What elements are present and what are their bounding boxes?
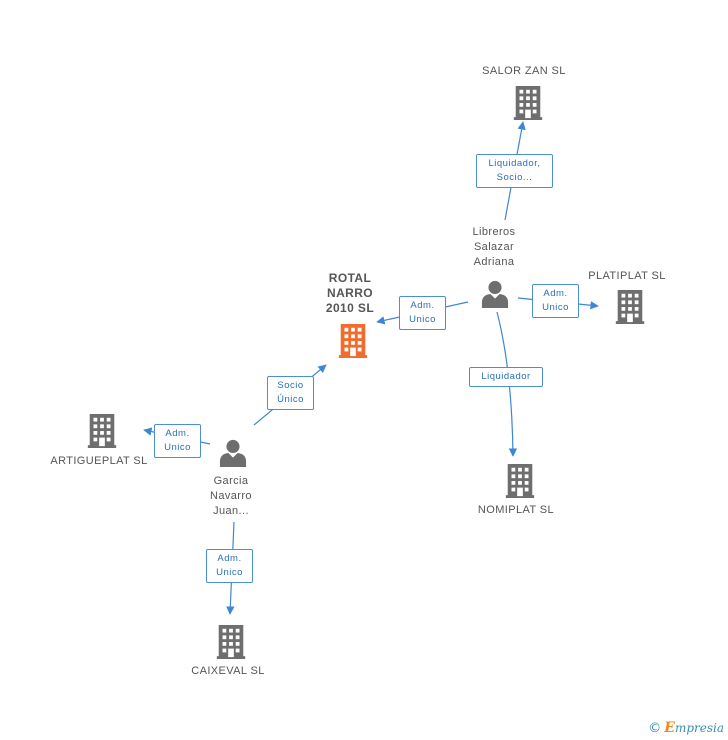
label-line: ARTIGUEPLAT SL <box>50 455 148 467</box>
node-label-nomiplat[interactable]: NOMIPLAT SL <box>468 503 564 518</box>
label-line: Libreros <box>472 226 516 238</box>
relation-label-libreros-platiplat[interactable]: Adm. Unico <box>532 284 579 318</box>
label-line: Liquidador <box>481 371 531 382</box>
person-icon[interactable] <box>219 439 247 467</box>
label-line: PLATIPLAT SL <box>588 270 666 282</box>
label-line: Adm. <box>543 288 568 299</box>
label-line: Navarro <box>210 490 252 502</box>
relation-label-garcia-rotal[interactable]: Socio Único <box>267 376 314 410</box>
empresia-watermark: ©Empresia <box>648 720 724 736</box>
relation-label-garcia-caixeval[interactable]: Adm. Unico <box>206 549 253 583</box>
copyright-icon: © <box>648 721 662 736</box>
node-label-rotal-narro[interactable]: ROTAL NARRO 2010 SL <box>318 271 382 316</box>
relation-label-libreros-rotal[interactable]: Adm. Unico <box>399 296 446 330</box>
brand-initial: E <box>664 720 675 736</box>
building-icon[interactable] <box>513 86 543 120</box>
building-icon[interactable] <box>338 324 368 358</box>
relation-label-libreros-salor[interactable]: Liquidador, Socio... <box>476 154 553 188</box>
label-line: Unico <box>164 442 191 453</box>
label-line: Juan... <box>213 505 249 517</box>
label-line: Unico <box>409 314 436 325</box>
label-line: CAIXEVAL SL <box>191 665 265 677</box>
label-line: Único <box>277 394 304 405</box>
building-icon[interactable] <box>87 414 117 448</box>
node-label-platiplat[interactable]: PLATIPLAT SL <box>580 269 674 284</box>
label-line: Adm. <box>165 428 190 439</box>
brand-name: mpresia <box>674 721 724 735</box>
label-line: Unico <box>542 302 569 313</box>
label-line: NOMIPLAT SL <box>477 504 555 516</box>
person-icon[interactable] <box>481 280 509 308</box>
label-line: Garcia <box>213 475 249 487</box>
label-line: Adm. <box>410 300 435 311</box>
node-label-libreros[interactable]: Libreros Salazar Adriana <box>459 225 529 270</box>
label-line: SALOR ZAN SL <box>482 65 566 77</box>
label-line: ROTAL <box>328 271 372 285</box>
building-icon[interactable] <box>216 625 246 659</box>
label-line: Liquidador, <box>488 158 541 169</box>
label-line: Salazar <box>473 241 515 253</box>
building-icon[interactable] <box>615 290 645 324</box>
node-label-caixeval[interactable]: CAIXEVAL SL <box>182 664 274 679</box>
label-line: Socio... <box>496 172 533 183</box>
node-label-artigueplat[interactable]: ARTIGUEPLAT SL <box>44 454 154 469</box>
node-label-salor-zan[interactable]: SALOR ZAN SL <box>474 64 574 79</box>
building-icon[interactable] <box>505 464 535 498</box>
node-label-garcia[interactable]: Garcia Navarro Juan... <box>196 474 266 519</box>
relation-label-libreros-nomiplat[interactable]: Liquidador <box>469 367 543 387</box>
label-line: Adriana <box>473 256 515 268</box>
label-line: Adm. <box>217 553 242 564</box>
label-line: NARRO <box>327 286 373 300</box>
relation-label-garcia-artigueplat[interactable]: Adm. Unico <box>154 424 201 458</box>
label-line: Socio <box>277 380 304 391</box>
label-line: 2010 SL <box>325 301 375 315</box>
label-line: Unico <box>216 567 243 578</box>
